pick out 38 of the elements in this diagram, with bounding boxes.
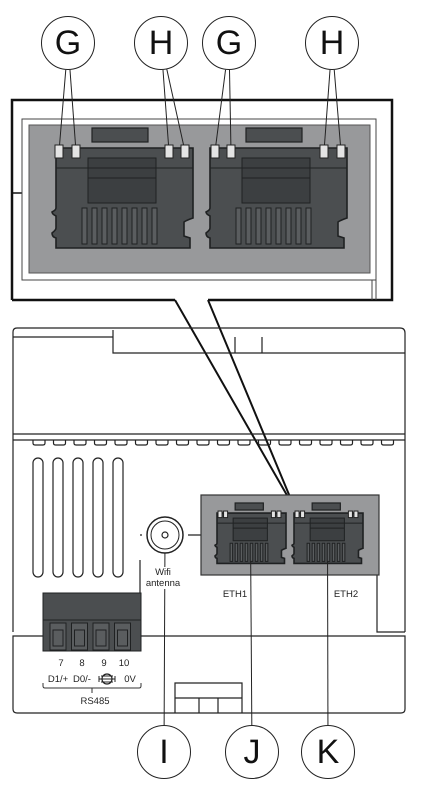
terminal-signal: D0/- — [73, 674, 91, 685]
terminal-number: 7 — [58, 658, 64, 669]
callout-letter: G — [54, 26, 82, 60]
led-indicator — [54, 144, 64, 158]
callout-letter: H — [320, 26, 344, 60]
led-indicator — [210, 144, 220, 158]
led-indicator — [164, 144, 174, 158]
led-indicator — [180, 144, 190, 158]
antenna-connector — [146, 516, 184, 554]
callout-letter: G — [216, 26, 242, 60]
leader-line — [162, 69, 170, 146]
callout-letter: K — [316, 735, 340, 769]
leader-line — [229, 70, 232, 146]
terminal-number: 8 — [79, 658, 85, 669]
callout-letter: J — [244, 735, 260, 769]
led-indicator — [336, 144, 346, 158]
led-indicator — [320, 144, 328, 158]
led-indicator — [226, 144, 236, 158]
terminal-number: 9 — [101, 658, 107, 669]
leader-line — [59, 69, 66, 146]
leader-line — [327, 560, 328, 726]
ethernet-port — [291, 502, 364, 564]
leader-line — [166, 68, 184, 146]
leader-line — [324, 69, 331, 146]
callout-letter: I — [159, 735, 169, 769]
callout-letter: H — [148, 26, 174, 60]
leader-line — [69, 69, 76, 146]
leader-line — [334, 69, 341, 146]
leader-line — [215, 69, 226, 146]
terminal-signal: 0V — [124, 674, 136, 685]
terminal-number: 10 — [118, 658, 130, 669]
terminal-signal: D1/+ — [48, 674, 68, 685]
port-label: ETH1 — [222, 589, 248, 600]
port-label: ETH2 — [334, 589, 358, 600]
led-indicator — [72, 144, 80, 158]
bus-label: RS485 — [80, 696, 110, 707]
leader-line — [250, 560, 252, 726]
ethernet-port — [214, 502, 287, 564]
